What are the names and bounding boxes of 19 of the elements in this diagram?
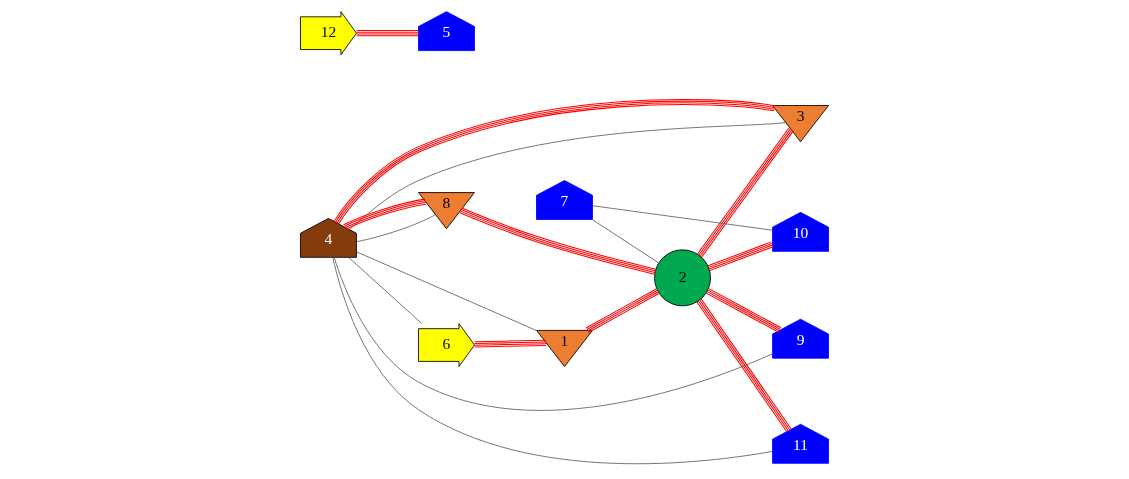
- node-circle: 2: [654, 249, 711, 307]
- connector: [585, 288, 660, 334]
- connector: [356, 251, 537, 331]
- connector: [333, 257, 773, 411]
- connector: [356, 214, 436, 243]
- connector: [592, 205, 773, 231]
- connector: [348, 257, 423, 324]
- connector: [333, 98, 776, 225]
- connector: [696, 127, 794, 258]
- connector: [705, 288, 782, 333]
- connector: [459, 207, 657, 275]
- connector: [343, 198, 427, 230]
- connector: [696, 298, 792, 433]
- connector: [707, 241, 774, 272]
- connector: [349, 122, 786, 230]
- connector: [356, 30, 419, 37]
- connector: [591, 219, 660, 264]
- connector: [332, 257, 773, 465]
- connector: [474, 339, 547, 348]
